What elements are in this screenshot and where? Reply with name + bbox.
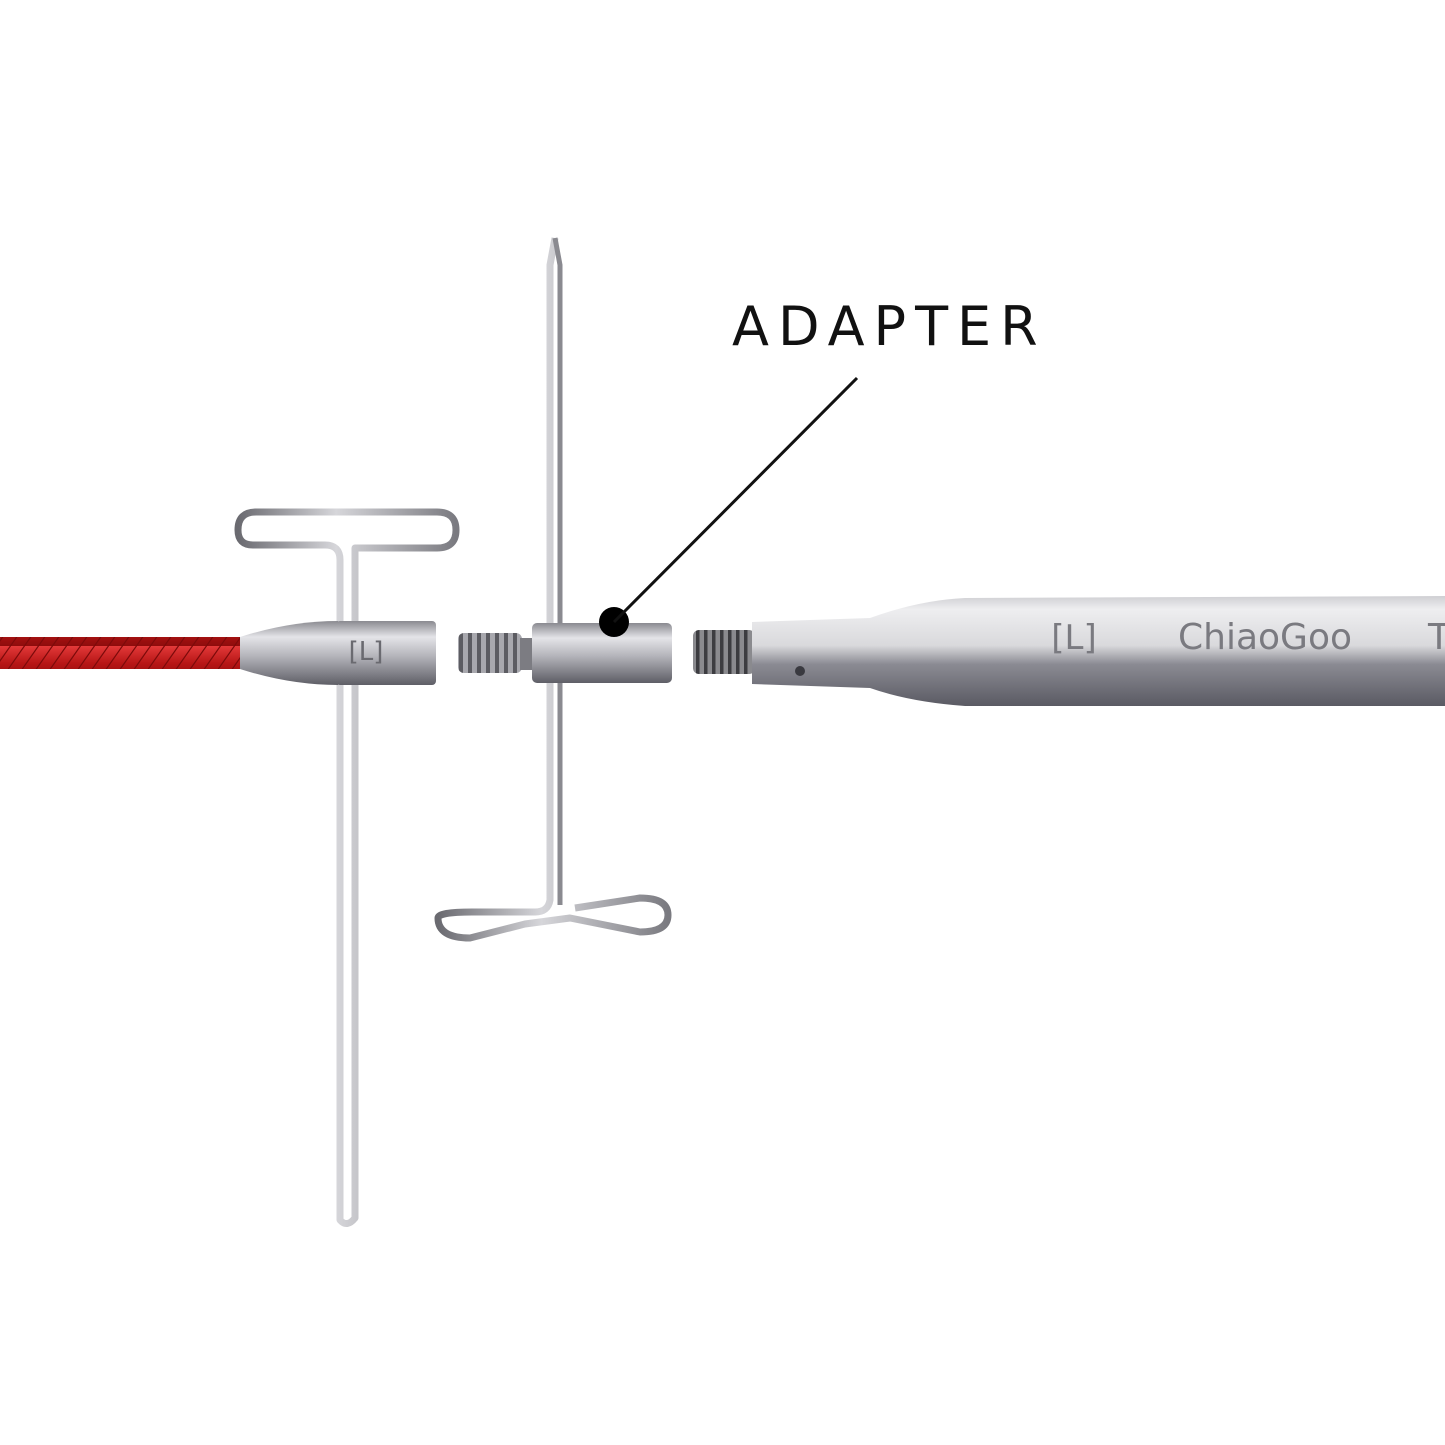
left-cable-stopper — [234, 508, 460, 1227]
callout-line — [612, 376, 859, 624]
needle-size-mark: [L] — [1051, 618, 1096, 658]
adapter-callout-label: ADAPTER — [732, 295, 1047, 358]
cable-connector: [L] — [240, 621, 436, 685]
needle-brand: ChiaoGoo — [1178, 617, 1352, 658]
knitting-needle: [L] ChiaoGoo T — [752, 596, 1445, 706]
needle-trailing-mark: T — [1427, 617, 1445, 658]
adapter-stopper — [434, 237, 672, 942]
adapter — [458, 607, 672, 683]
needle-thread-tip — [693, 630, 755, 674]
red-cable — [0, 637, 245, 669]
connector-size-mark: [L] — [349, 637, 384, 667]
